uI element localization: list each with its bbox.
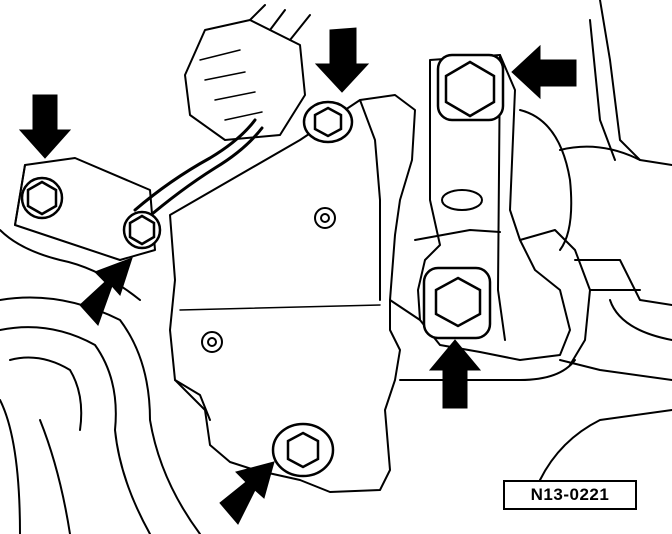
slot-hole <box>441 189 483 211</box>
bolt-top <box>302 100 354 144</box>
arrow-top <box>314 27 370 93</box>
bolt-lower-right <box>422 266 492 340</box>
reference-code-label: N13-0221 <box>503 480 637 510</box>
bolt-left-center <box>122 210 162 250</box>
hole-lower <box>201 331 223 353</box>
right-support <box>417 54 571 361</box>
arrow-top-right <box>511 44 577 100</box>
hole-upper <box>314 207 336 229</box>
reference-code-text: N13-0221 <box>530 485 610 504</box>
arrow-left-center <box>79 257 133 326</box>
arrow-left-bracket <box>18 94 72 159</box>
arrow-bottom <box>219 461 275 525</box>
left-bracket <box>14 157 156 261</box>
wire-harness <box>133 118 257 212</box>
bolt-bottom <box>271 422 335 478</box>
bolt-top-right <box>436 53 505 122</box>
arrow-lower-right <box>428 339 482 409</box>
bolt-left-bracket <box>20 176 64 220</box>
engine-block-outline <box>0 296 201 534</box>
